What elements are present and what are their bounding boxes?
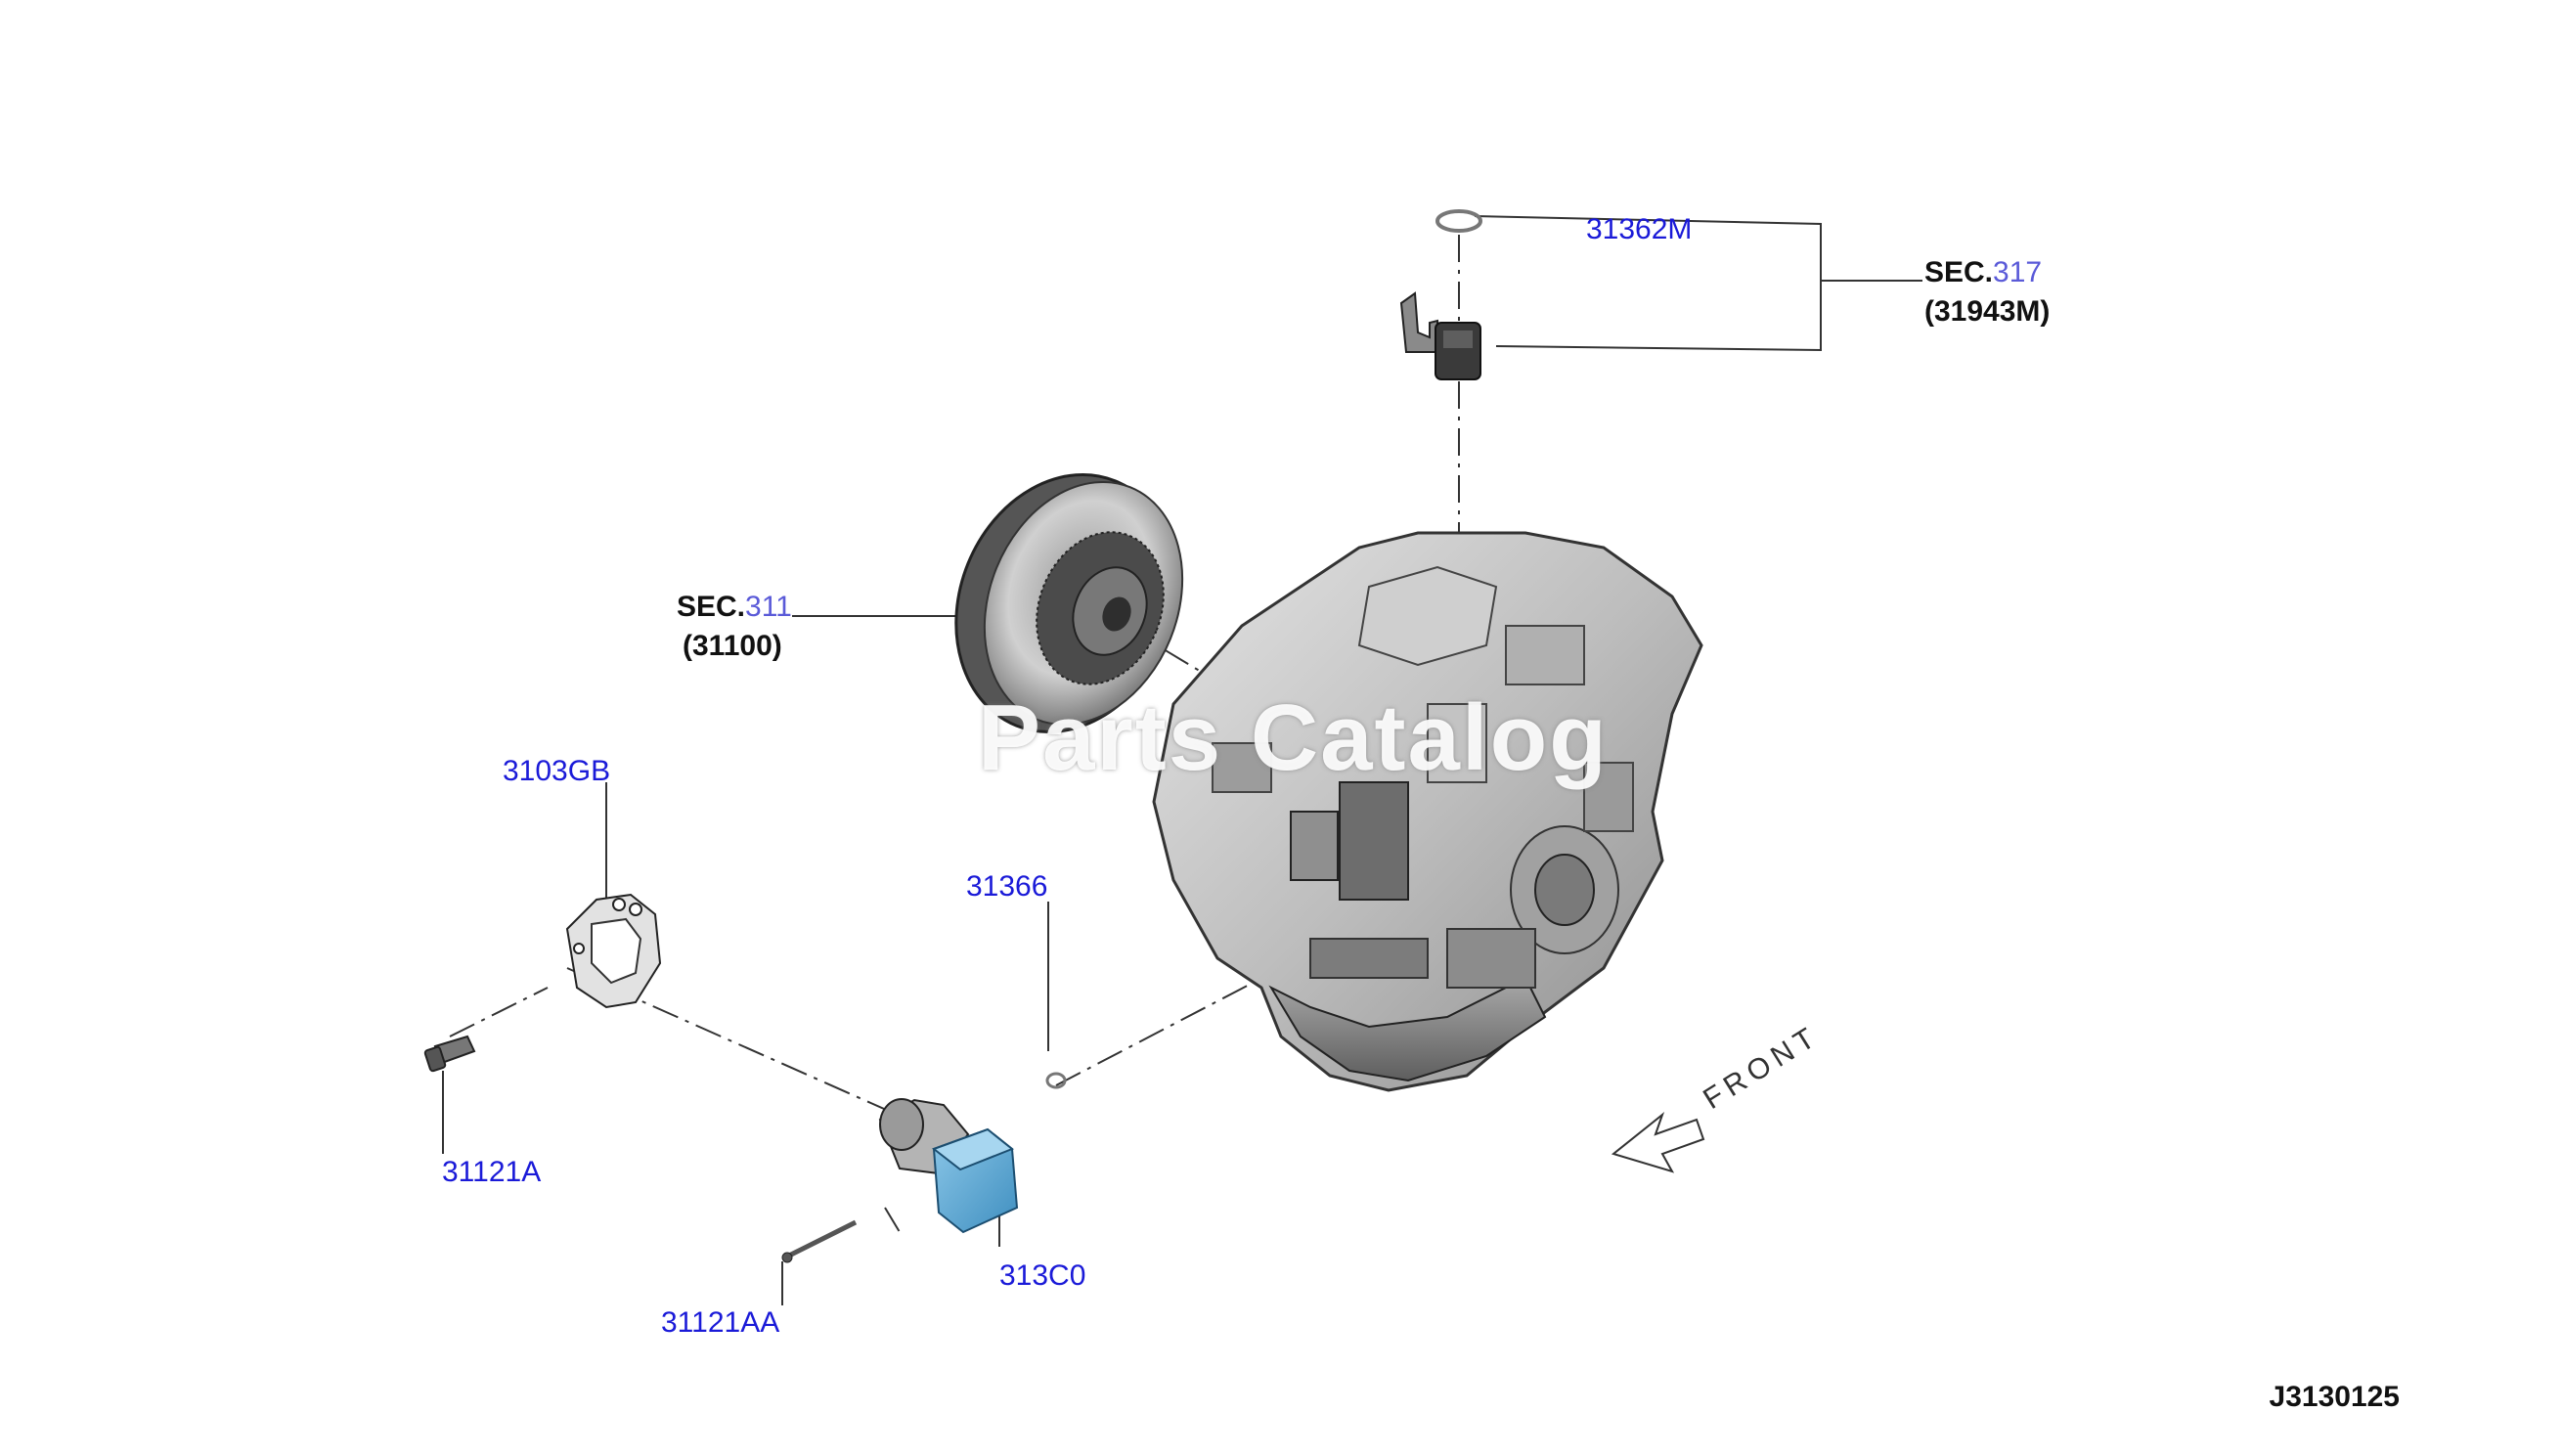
callout-31121aa[interactable]: 31121AA — [661, 1306, 780, 1339]
bolt-31121aa[interactable] — [781, 1219, 858, 1263]
sec-311-prefix: SEC. — [677, 591, 746, 623]
callout-31943m: (31943M) — [1924, 295, 2051, 328]
torque-converter[interactable] — [918, 441, 1217, 765]
callout-31362m[interactable]: 31362M — [1586, 213, 1693, 245]
callout-sec-311[interactable]: SEC.311 — [677, 591, 792, 624]
transmission-assembly[interactable] — [1152, 531, 1703, 1092]
o-ring-31362m[interactable] — [1435, 209, 1482, 233]
sec-317-prefix: SEC. — [1924, 256, 1994, 288]
leader-lines — [442, 215, 1922, 1305]
callout-31100: (31100) — [683, 630, 782, 662]
sec-317-link[interactable]: 317 — [1993, 256, 2043, 288]
bolt-31121a[interactable] — [423, 1035, 476, 1073]
washer-31366[interactable] — [1045, 1072, 1067, 1089]
bracket-3103gb[interactable] — [565, 893, 662, 1009]
front-label: FRONT — [1698, 1019, 1826, 1116]
watermark: Parts Catalog — [978, 685, 1609, 790]
callout-3103gb[interactable]: 3103GB — [503, 755, 611, 787]
callout-31121a[interactable]: 31121A — [442, 1156, 542, 1188]
callout-313c0[interactable]: 313C0 — [999, 1259, 1086, 1292]
callout-31366[interactable]: 31366 — [966, 870, 1048, 903]
sensor-assembly[interactable] — [1399, 291, 1481, 380]
front-arrow-icon — [1611, 1112, 1705, 1173]
control-module-313c0[interactable] — [878, 1098, 1019, 1234]
sec-311-link[interactable]: 311 — [745, 591, 792, 623]
diagram-code: J3130125 — [2269, 1381, 2400, 1413]
callout-sec-317[interactable]: SEC.317 — [1924, 256, 2042, 289]
